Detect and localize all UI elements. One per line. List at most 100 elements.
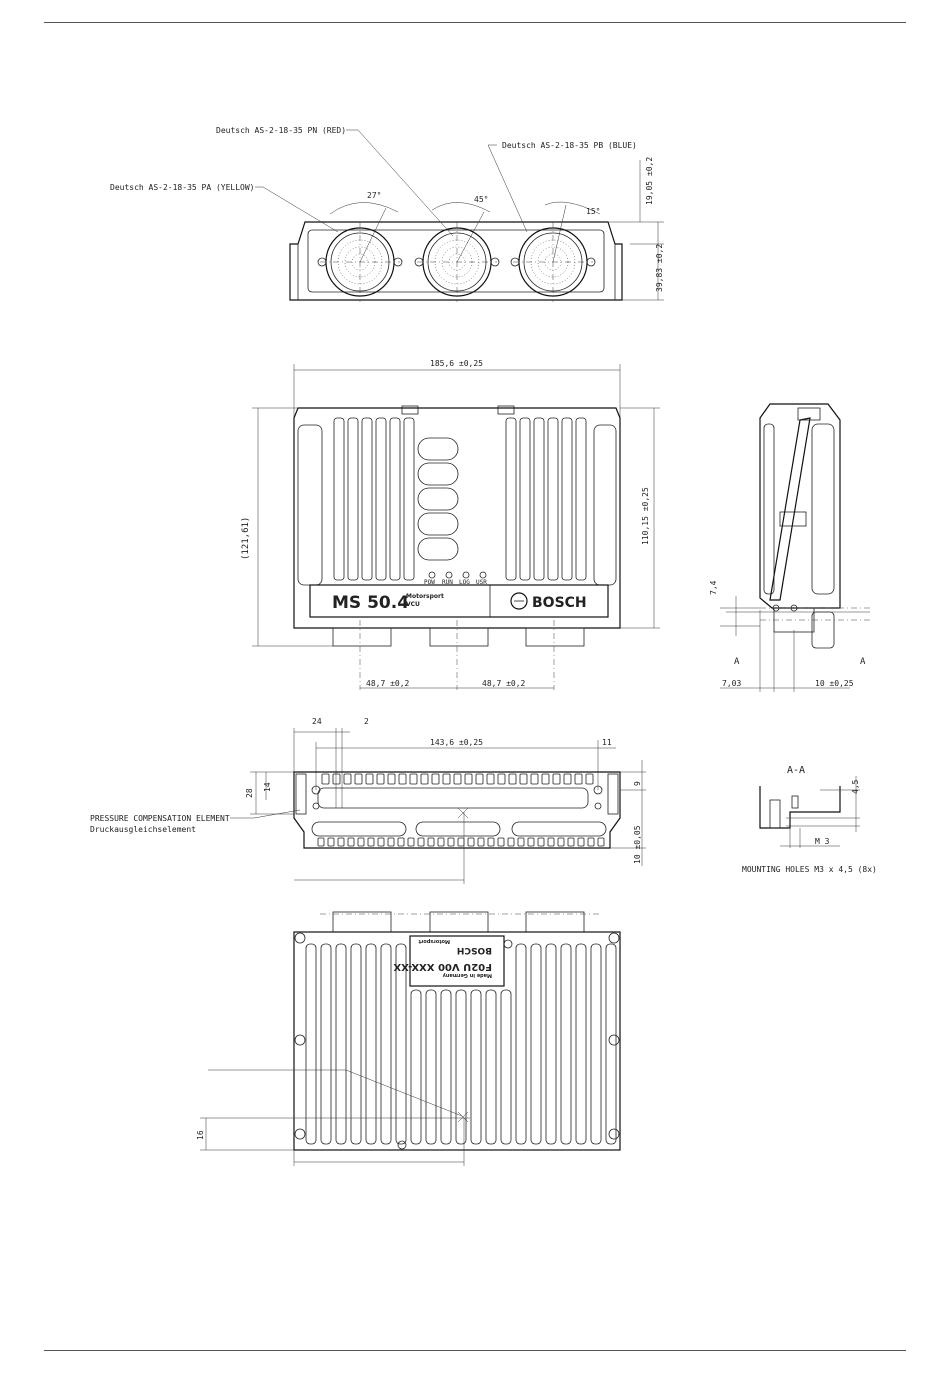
connector-pb-label: Deutsch AS-2-18-35 PB (BLUE) bbox=[502, 141, 637, 150]
led-icon bbox=[462, 571, 470, 579]
rear-label-brand: BOSCH bbox=[457, 945, 492, 955]
front-label-panel bbox=[309, 584, 609, 618]
bottom-tooth bbox=[347, 837, 355, 847]
bottom-tooth bbox=[417, 837, 425, 847]
led-icon bbox=[428, 571, 436, 579]
dim-39-83: 39,83 ±0,2 bbox=[655, 244, 664, 292]
bottom-tooth bbox=[541, 773, 550, 785]
rear-fin bbox=[455, 989, 467, 1145]
rear-label-sub: Motorsport bbox=[418, 938, 450, 944]
rear-fin bbox=[320, 943, 332, 1145]
rear-fin bbox=[500, 989, 512, 1145]
bosch-armature-icon bbox=[510, 592, 528, 610]
front-fin bbox=[533, 417, 545, 581]
rear-fin bbox=[530, 943, 542, 1145]
front-fins bbox=[333, 417, 587, 581]
front-fin bbox=[389, 417, 401, 581]
pressure-element-label: PRESSURE COMPENSATION ELEMENT bbox=[90, 814, 230, 823]
connector-blue bbox=[510, 222, 596, 302]
rear-fins bbox=[305, 943, 617, 1145]
bottom-tooth bbox=[517, 837, 525, 847]
rear-label-origin: Made in Germany bbox=[442, 972, 492, 978]
dim-9: 9 bbox=[633, 781, 642, 786]
bottom-tooth bbox=[477, 837, 485, 847]
dim-4-5: 4,5 bbox=[851, 779, 860, 794]
front-fin bbox=[561, 417, 573, 581]
bottom-tooth bbox=[464, 773, 473, 785]
front-fin bbox=[347, 417, 359, 581]
bottom-tooth bbox=[447, 837, 455, 847]
bottom-tooth bbox=[387, 773, 396, 785]
rear-fin bbox=[575, 943, 587, 1145]
bottom-tooth bbox=[409, 773, 418, 785]
bottom-tooth bbox=[537, 837, 545, 847]
bottom-tooth bbox=[357, 837, 365, 847]
bottom-tooth bbox=[486, 773, 495, 785]
bottom-tooth bbox=[431, 773, 440, 785]
bottom-tooth bbox=[507, 837, 515, 847]
dim-143-6: 143,6 ±0,25 bbox=[430, 738, 483, 747]
angle-45-label: 45° bbox=[474, 195, 488, 204]
led-icon bbox=[445, 571, 453, 579]
dim-48-7-a: 48,7 ±0,2 bbox=[366, 679, 410, 688]
front-fin bbox=[519, 417, 531, 581]
led-label: LOG bbox=[459, 579, 470, 586]
bottom-tooth bbox=[467, 837, 475, 847]
bottom-tooth bbox=[574, 773, 583, 785]
bottom-tooth bbox=[527, 837, 535, 847]
dim-14: 14 bbox=[263, 782, 272, 792]
front-fin bbox=[333, 417, 345, 581]
bottom-tooth bbox=[552, 773, 561, 785]
bottom-tooth bbox=[519, 773, 528, 785]
angle-27-label: 27° bbox=[367, 191, 381, 200]
bottom-tooth bbox=[317, 837, 325, 847]
model-name: MS 50.4 bbox=[332, 593, 409, 613]
bottom-tooth bbox=[508, 773, 517, 785]
rear-fin bbox=[590, 943, 602, 1145]
dim-2: 2 bbox=[364, 717, 369, 726]
front-fin bbox=[575, 417, 587, 581]
bottom-tooth bbox=[407, 837, 415, 847]
rear-fin bbox=[545, 943, 557, 1145]
bottom-tooth bbox=[354, 773, 363, 785]
led-label: RUN bbox=[442, 579, 453, 586]
bottom-tooth bbox=[475, 773, 484, 785]
rear-fin bbox=[410, 989, 422, 1145]
bottom-tooth bbox=[367, 837, 375, 847]
rear-label-plate bbox=[409, 935, 505, 987]
mounting-holes-note: MOUNTING HOLES M3 x 4,5 (8x) bbox=[742, 865, 877, 874]
dim-7-03: 7,03 bbox=[722, 679, 741, 688]
bottom-tooth bbox=[332, 773, 341, 785]
rear-fin bbox=[395, 943, 407, 1145]
bottom-tooth bbox=[337, 837, 345, 847]
bottom-tooth bbox=[387, 837, 395, 847]
led-icon bbox=[479, 571, 487, 579]
bottom-tooth bbox=[377, 837, 385, 847]
rear-fin bbox=[485, 989, 497, 1145]
rear-fin bbox=[470, 989, 482, 1145]
rear-view: F02U V00 XXX-XX Made in Germany BOSCH Mo… bbox=[196, 911, 621, 1166]
bottom-tooth bbox=[557, 837, 565, 847]
led-row: POW RUN LOG USR bbox=[424, 571, 487, 586]
connector-end-view: 27° 45° 15° Deutsch AS-2-18-35 PN (RED) … bbox=[110, 126, 664, 302]
dim-110-15: 110,15 ±0,25 bbox=[641, 487, 650, 545]
led-label: POW bbox=[424, 579, 435, 586]
rear-fin bbox=[365, 943, 377, 1145]
page-rule-bottom bbox=[44, 1350, 906, 1351]
section-mark-left: A bbox=[734, 657, 740, 667]
bottom-tooth bbox=[497, 837, 505, 847]
dim-24: 24 bbox=[312, 717, 322, 726]
bottom-tooth bbox=[376, 773, 385, 785]
dim-185-6: 185,6 ±0,25 bbox=[430, 359, 483, 368]
dim-10-side: 10 ±0,25 bbox=[815, 679, 854, 688]
model-sub-2: VCU bbox=[406, 601, 420, 608]
rear-fin bbox=[425, 989, 437, 1145]
front-fin bbox=[505, 417, 517, 581]
bottom-tooth bbox=[585, 773, 594, 785]
bottom-tooth bbox=[547, 837, 555, 847]
dim-11: 11 bbox=[602, 738, 612, 747]
bottom-tooth bbox=[577, 837, 585, 847]
bottom-tooth bbox=[567, 837, 575, 847]
rear-fin bbox=[440, 989, 452, 1145]
